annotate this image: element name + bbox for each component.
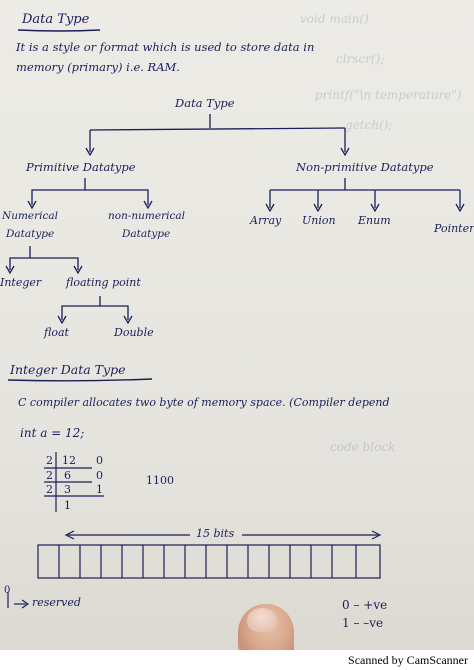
tree-arrowhead (27, 200, 37, 210)
numerical-label: Numerical (2, 210, 58, 222)
tree-arrowhead (73, 265, 83, 275)
tree-connector (85, 189, 149, 205)
divisor: 2 (46, 469, 53, 482)
tree-arrowhead (85, 147, 95, 157)
dividend: 6 (64, 469, 71, 482)
tree-arrowhead (371, 530, 382, 540)
title-underline (17, 29, 101, 32)
floating-point-label: floating point (66, 276, 141, 289)
tree-arrowhead (340, 147, 350, 157)
compiler-note: C compiler allocates two byte of memory … (18, 396, 390, 409)
binary-result: 1100 (146, 474, 174, 487)
show-through-text: printf("\n temperature") (315, 88, 462, 102)
tree-arrowhead (5, 265, 15, 275)
tree-arrowhead (57, 315, 67, 325)
tree-arrowhead (370, 203, 380, 213)
ink-drawings (5, 29, 465, 609)
array-label: Array (250, 214, 282, 227)
non-numerical-label: non-numerical (108, 210, 185, 222)
union-label: Union (302, 214, 336, 227)
tree-connector (89, 127, 346, 131)
divisor: 2 (46, 483, 53, 496)
definition-line: memory (primary) i.e. RAM. (16, 60, 180, 74)
primitive-label: Primitive Datatype (26, 160, 136, 174)
show-through-text: clrscr(); (336, 52, 385, 66)
reserved-label: reserved (32, 596, 81, 609)
dividend: 3 (64, 483, 71, 496)
pointer-label: Pointer (434, 222, 474, 235)
float-label: float (44, 326, 69, 339)
tree-connector (61, 296, 101, 320)
tree-connector (100, 305, 129, 320)
definition-line: It is a style or format which is used to… (16, 40, 315, 54)
tree-connector (31, 178, 86, 205)
tree-connector (30, 257, 79, 270)
integer-label: Integer (0, 276, 42, 289)
page-title: Data Type (22, 12, 90, 27)
show-through-text: getch(); (345, 118, 393, 132)
tree-arrowhead (313, 203, 323, 213)
tree-arrowhead (64, 530, 75, 540)
double-label: Double (114, 326, 154, 339)
non-numerical-label: Datatype (122, 228, 171, 240)
dividend: 12 (62, 454, 76, 467)
tree-root-label: Data Type (175, 96, 235, 110)
tree-arrowhead (21, 599, 30, 609)
tree-arrowhead (143, 200, 153, 210)
enum-label: Enum (358, 214, 391, 227)
non-primitive-label: Non-primitive Datatype (296, 160, 434, 174)
tree-arrowhead (123, 315, 133, 325)
bits-label: 15 bits (196, 527, 235, 540)
sign-one-note: 1 – –ve (342, 616, 384, 630)
declaration: int a = 12; (20, 426, 85, 440)
sign-zero-note: 0 – +ve (342, 598, 388, 612)
sign-bit-marker: 0 (4, 585, 11, 596)
bit-cells (37, 544, 381, 579)
tree-connector (9, 246, 31, 270)
heading-underline (7, 378, 153, 382)
notebook-page: void main() clrscr(); printf("\n tempera… (0, 0, 474, 650)
tree-arrowhead (455, 203, 465, 213)
remainder: 0 (96, 469, 103, 482)
show-through-text: code block (330, 440, 396, 454)
show-through-text: void main() (300, 12, 369, 26)
numerical-label: Datatype (6, 228, 55, 240)
divisor: 2 (46, 454, 53, 467)
remainder: 1 (96, 483, 103, 496)
integer-heading: Integer Data Type (10, 362, 126, 377)
fingernail-photo-artifact (247, 608, 277, 632)
final-quotient: 1 (64, 499, 71, 512)
tree-arrowhead (265, 203, 275, 213)
scanner-footer: Scanned by CamScanner (0, 650, 474, 670)
remainder: 0 (96, 454, 103, 467)
scanner-watermark: Scanned by CamScanner (348, 653, 468, 667)
